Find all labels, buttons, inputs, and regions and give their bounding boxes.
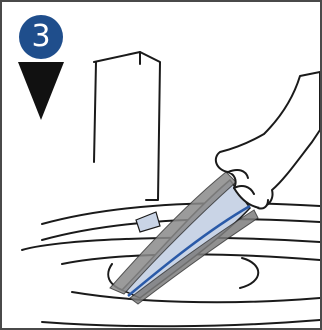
step-number-badge: 3 [18, 14, 64, 60]
step-number: 3 [18, 14, 64, 60]
arrow-down-icon [18, 62, 64, 120]
